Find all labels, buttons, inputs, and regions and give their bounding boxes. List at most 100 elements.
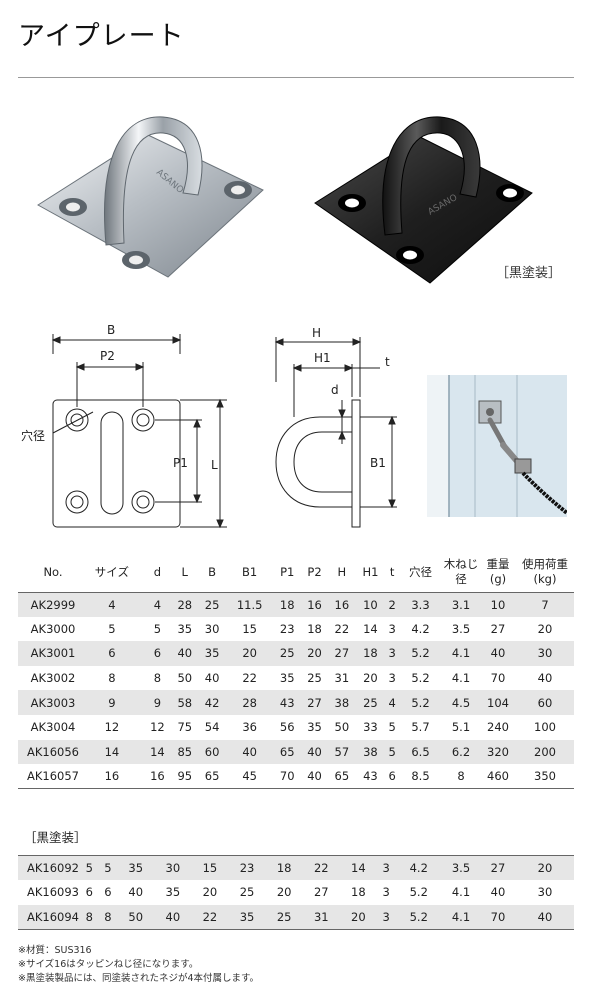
table-cell: 65 bbox=[273, 739, 301, 765]
table-cell: 5.7 bbox=[411, 720, 430, 735]
model-number-cell: AK3004 bbox=[30, 720, 76, 735]
table-cell: 31 bbox=[334, 671, 350, 686]
table-cell: 4.1 bbox=[451, 671, 471, 686]
title-divider bbox=[18, 77, 574, 78]
table-cell: 18 bbox=[355, 641, 386, 666]
header-B: B bbox=[208, 564, 217, 579]
table-cell: 7 bbox=[516, 592, 574, 617]
installation-photo bbox=[427, 375, 567, 517]
table-cell: 5.2 bbox=[409, 885, 428, 900]
table-cell: 8 bbox=[98, 904, 118, 930]
table-cell: 4.2 bbox=[395, 855, 442, 881]
dim-label-hole: 穴径 bbox=[21, 428, 45, 443]
table-cell: 5 bbox=[153, 621, 162, 636]
table-cell: 54 bbox=[204, 720, 220, 735]
table-cell: 4.1 bbox=[451, 885, 471, 900]
table-cell: 42 bbox=[198, 690, 226, 715]
table-cell: 27 bbox=[328, 641, 356, 666]
note-black-screws: ※黒塗装製品には、同塗装されたネジが4本付属します。 bbox=[18, 973, 260, 984]
table-cell: 23 bbox=[228, 855, 266, 881]
table-cell: 14 bbox=[80, 739, 144, 765]
table-cell: 43 bbox=[363, 769, 378, 784]
header-no: No. bbox=[43, 564, 63, 579]
model-number-cell: AK16093 bbox=[27, 885, 79, 900]
black-coating-caption: ［黒塗装］ bbox=[496, 266, 562, 281]
table-cell: 30 bbox=[204, 621, 220, 636]
table-cell: 5 bbox=[98, 855, 118, 881]
table-cell: 95 bbox=[177, 769, 193, 784]
table-cell: 40 bbox=[171, 641, 199, 666]
dim-label-B1: B1 bbox=[370, 456, 386, 470]
table-cell: 28 bbox=[171, 592, 199, 617]
table-cell: 6 bbox=[143, 641, 172, 666]
header-size: サイズ bbox=[94, 564, 129, 579]
table-cell: 5.2 bbox=[399, 690, 442, 715]
table-cell: 40 bbox=[128, 885, 144, 900]
table-cell: 35 bbox=[307, 720, 322, 735]
table-cell: 57 bbox=[328, 739, 356, 765]
table-cell: 40 bbox=[490, 885, 506, 900]
table-cell: 70 bbox=[490, 671, 506, 686]
page-title: アイプレート bbox=[18, 21, 185, 52]
table-cell: 50 bbox=[177, 671, 193, 686]
table-cell: 3 bbox=[388, 671, 396, 686]
table-cell: 5.2 bbox=[411, 671, 430, 686]
table-cell: 33 bbox=[363, 720, 378, 735]
dim-label-t: t bbox=[385, 355, 390, 369]
table-cell: 35 bbox=[198, 641, 226, 666]
table-cell: 56 bbox=[279, 720, 295, 735]
table-cell: 4.1 bbox=[442, 904, 480, 930]
table-cell: 3 bbox=[382, 885, 390, 900]
header-load: 使用荷重(kg) bbox=[522, 557, 568, 586]
table-cell: 40 bbox=[300, 739, 329, 765]
table-cell: 14 bbox=[143, 739, 172, 765]
table-cell: 8 bbox=[80, 904, 99, 930]
table-cell: 50 bbox=[117, 904, 155, 930]
table-cell: 20 bbox=[300, 641, 329, 666]
table-cell: 3.3 bbox=[399, 592, 442, 617]
front-view-diagram: B P2 穴径 P1 L bbox=[21, 323, 227, 529]
table-cell: 22 bbox=[302, 855, 340, 881]
table-cell: 8.5 bbox=[411, 769, 430, 784]
table-cell: 35 bbox=[165, 885, 181, 900]
note-size16: ※サイズ16はタッピンねじ径になります。 bbox=[18, 959, 199, 970]
table-cell: 25 bbox=[307, 671, 322, 686]
table-cell: 22 bbox=[242, 671, 257, 686]
header-H: H bbox=[337, 564, 347, 579]
table-cell: 27 bbox=[313, 885, 329, 900]
header-wood-screw: 木ねじ径 bbox=[443, 557, 479, 586]
table-cell: 60 bbox=[198, 739, 226, 765]
table-cell: 85 bbox=[171, 739, 199, 765]
table-cell: 11.5 bbox=[225, 592, 274, 617]
header-P2: P2 bbox=[307, 564, 322, 579]
table-cell: 25 bbox=[198, 592, 226, 617]
table-cell: 16 bbox=[150, 769, 165, 784]
header-L: L bbox=[181, 564, 188, 579]
table-cell: 16 bbox=[104, 769, 120, 784]
table-cell: 27 bbox=[480, 855, 516, 881]
table-cell: 30 bbox=[154, 855, 192, 881]
table-cell: 3 bbox=[376, 855, 396, 881]
table-cell: 40 bbox=[516, 904, 574, 930]
table-cell: 4.2 bbox=[411, 621, 430, 636]
model-number-cell: AK16094 bbox=[18, 904, 80, 930]
table-cell: 18 bbox=[273, 592, 301, 617]
table-cell: 40 bbox=[480, 641, 516, 666]
model-number-cell: AK3001 bbox=[18, 641, 80, 666]
table-cell: 40 bbox=[154, 904, 192, 930]
table-cell: 240 bbox=[487, 720, 509, 735]
model-number-cell: AK3000 bbox=[30, 621, 76, 636]
table-cell: 3 bbox=[385, 641, 399, 666]
table-cell: 5 bbox=[388, 720, 396, 735]
table-cell: 6 bbox=[388, 769, 396, 784]
table-cell: 2 bbox=[385, 592, 399, 617]
dim-label-L: L bbox=[211, 458, 218, 472]
table-cell: 20 bbox=[537, 621, 553, 636]
dim-label-B: B bbox=[107, 323, 115, 337]
